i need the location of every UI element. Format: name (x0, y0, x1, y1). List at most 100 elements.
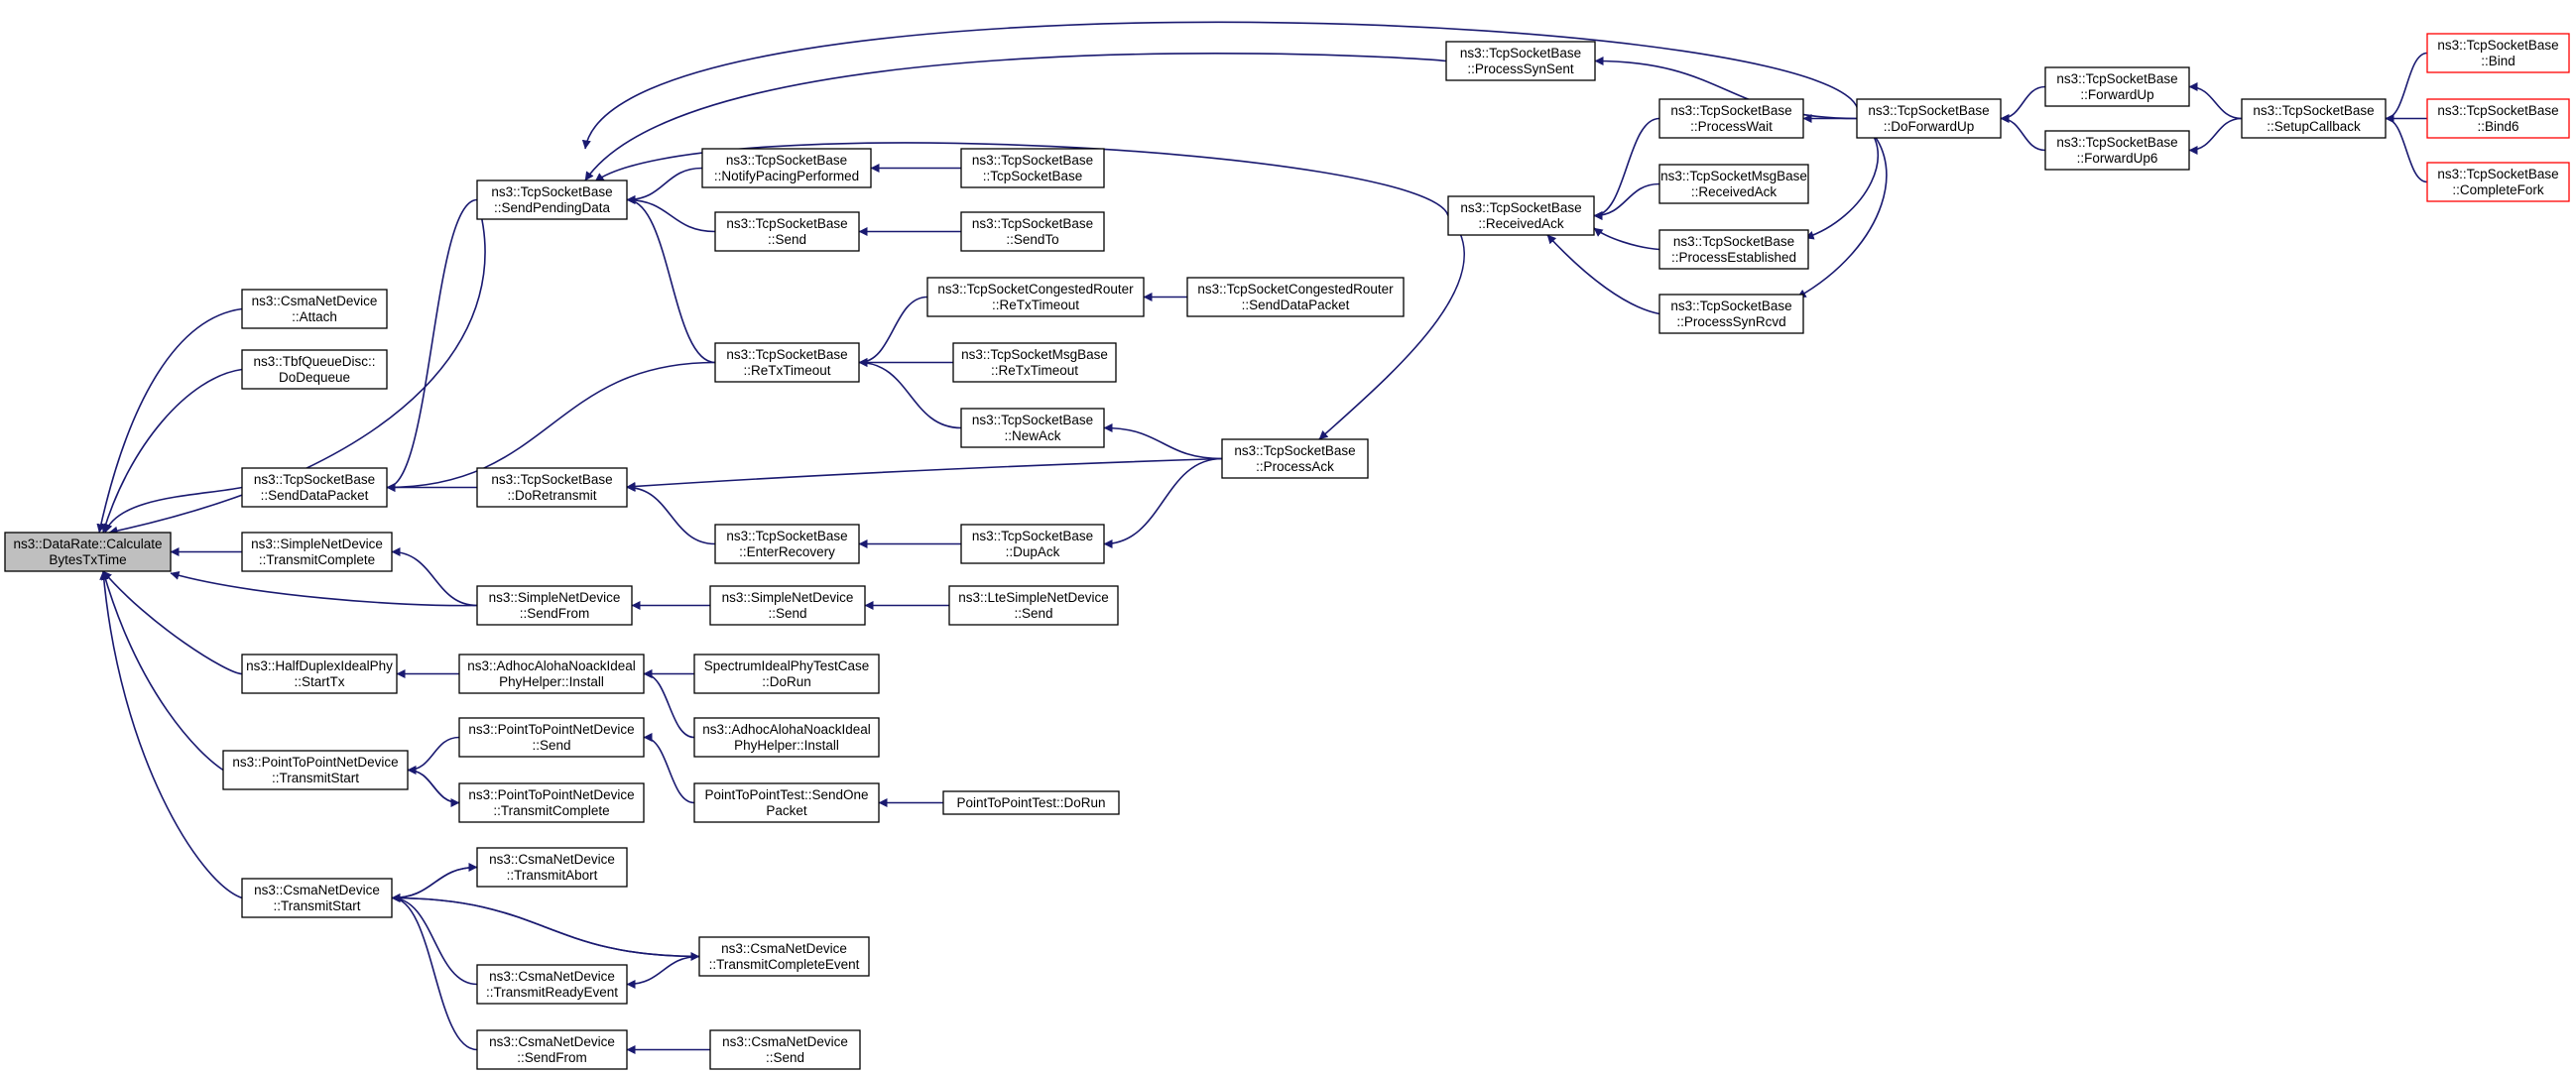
node-tcp-enterrecovery[interactable]: ns3::TcpSocketBase::EnterRecovery (714, 524, 860, 564)
node-box[interactable] (948, 585, 1119, 626)
node-tcp-sendpending[interactable]: ns3::TcpSocketBase::SendPendingData (476, 179, 628, 220)
node-box[interactable] (698, 936, 870, 977)
node-congested-senddata[interactable]: ns3::TcpSocketCongestedRouter::SendDataP… (1186, 277, 1405, 317)
node-halfduplex[interactable]: ns3::HalfDuplexIdealPhy::StartTx (241, 654, 398, 694)
node-csma-attach[interactable]: ns3::CsmaNetDevice::Attach (241, 289, 388, 329)
node-tcp-sendto[interactable]: ns3::TcpSocketBase::SendTo (960, 211, 1105, 252)
node-box[interactable] (2426, 98, 2570, 139)
node-box[interactable] (458, 782, 645, 823)
node-box[interactable] (476, 964, 628, 1005)
node-box[interactable] (222, 750, 409, 790)
node-box[interactable] (241, 654, 398, 694)
node-tcp-forwardup[interactable]: ns3::TcpSocketBase::ForwardUp (2044, 66, 2190, 107)
node-box[interactable] (476, 467, 628, 508)
node-box[interactable] (952, 342, 1117, 383)
node-csma-txabort[interactable]: ns3::CsmaNetDevice::TransmitAbort (476, 847, 628, 888)
node-box[interactable] (960, 408, 1105, 448)
node-box[interactable] (1658, 164, 1809, 204)
node-box[interactable] (476, 1029, 628, 1070)
node-tcp-retx[interactable]: ns3::TcpSocketBase::ReTxTimeout (714, 342, 860, 383)
node-box[interactable] (476, 585, 633, 626)
node-box[interactable] (241, 349, 388, 390)
node-tcp-processestablished[interactable]: ns3::TcpSocketBase::ProcessEstablished (1658, 229, 1809, 270)
node-tcp-processsynrcvd[interactable]: ns3::TcpSocketBase::ProcessSynRcvd (1658, 294, 1804, 334)
node-box[interactable] (241, 289, 388, 329)
node-simple-send[interactable]: ns3::SimpleNetDevice::Send (709, 585, 866, 626)
node-box[interactable] (1658, 294, 1804, 334)
node-lte-send[interactable]: ns3::LteSimpleNetDevice::Send (948, 585, 1119, 626)
node-tcp-newack[interactable]: ns3::TcpSocketBase::NewAck (960, 408, 1105, 448)
node-tcp-notifypacing[interactable]: ns3::TcpSocketBase::NotifyPacingPerforme… (701, 148, 872, 188)
node-tcp-completefork[interactable]: ns3::TcpSocketBase::CompleteFork (2426, 162, 2570, 202)
node-box[interactable] (458, 654, 645, 694)
node-box[interactable] (1658, 98, 1804, 139)
node-box[interactable] (926, 277, 1145, 317)
node-box[interactable] (2241, 98, 2387, 139)
node-tcp-send[interactable]: ns3::TcpSocketBase::Send (714, 211, 860, 252)
node-tcp-bind6[interactable]: ns3::TcpSocketBase::Bind6 (2426, 98, 2570, 139)
node-tcp-doforwardup[interactable]: ns3::TcpSocketBase::DoForwardUp (1856, 98, 2002, 139)
node-msgbase-receivedack[interactable]: ns3::TcpSocketMsgBase::ReceivedAck (1658, 164, 1809, 204)
node-box[interactable] (693, 717, 880, 758)
node-box[interactable] (241, 532, 393, 572)
node-box[interactable] (960, 148, 1105, 188)
node-csma-txcompleteevent[interactable]: ns3::CsmaNetDevice::TransmitCompleteEven… (698, 936, 870, 977)
node-box[interactable] (476, 179, 628, 220)
node-tcp-processack[interactable]: ns3::TcpSocketBase::ProcessAck (1221, 438, 1369, 479)
node-csma-txstart[interactable]: ns3::CsmaNetDevice::TransmitStart (241, 878, 393, 918)
node-box[interactable] (960, 524, 1105, 564)
node-box[interactable] (1447, 195, 1595, 236)
node-box[interactable] (2044, 130, 2190, 171)
node-box[interactable] (693, 782, 880, 823)
node-box[interactable] (709, 585, 866, 626)
node-box[interactable] (1856, 98, 2002, 139)
node-box[interactable] (709, 1029, 861, 1070)
node-tcp-processwait[interactable]: ns3::TcpSocketBase::ProcessWait (1658, 98, 1804, 139)
node-box[interactable] (476, 847, 628, 888)
node-tcp-forwardup6[interactable]: ns3::TcpSocketBase::ForwardUp6 (2044, 130, 2190, 171)
node-p2ptest-dorun[interactable]: PointToPointTest::DoRun (942, 790, 1120, 815)
node-adhoc-install2[interactable]: ns3::AdhocAlohaNoackIdealPhyHelper::Inst… (693, 717, 880, 758)
node-tcp-bind[interactable]: ns3::TcpSocketBase::Bind (2426, 33, 2570, 73)
node-tcp-senddata[interactable]: ns3::TcpSocketBase::SendDataPacket (241, 467, 388, 508)
node-box[interactable] (1186, 277, 1405, 317)
node-box[interactable] (458, 717, 645, 758)
node-csma-sendfrom[interactable]: ns3::CsmaNetDevice::SendFrom (476, 1029, 628, 1070)
node-box[interactable] (1221, 438, 1369, 479)
node-tcp-dupack[interactable]: ns3::TcpSocketBase::DupAck (960, 524, 1105, 564)
node-tbf[interactable]: ns3::TbfQueueDisc::DoDequeue (241, 349, 388, 390)
node-tcp-receivedack[interactable]: ns3::TcpSocketBase::ReceivedAck (1447, 195, 1595, 236)
node-box[interactable] (714, 524, 860, 564)
node-box[interactable] (960, 211, 1105, 252)
node-box[interactable] (2426, 162, 2570, 202)
node-adhoc-install[interactable]: ns3::AdhocAlohaNoackIdealPhyHelper::Inst… (458, 654, 645, 694)
node-tcp-processsynsent[interactable]: ns3::TcpSocketBase::ProcessSynSent (1445, 41, 1596, 81)
node-box[interactable] (2426, 33, 2570, 73)
node-csma-txready[interactable]: ns3::CsmaNetDevice::TransmitReadyEvent (476, 964, 628, 1005)
node-tcp-ctor[interactable]: ns3::TcpSocketBase::TcpSocketBase (960, 148, 1105, 188)
node-box[interactable] (942, 790, 1120, 815)
node-spectrum-dorun[interactable]: SpectrumIdealPhyTestCase::DoRun (693, 654, 880, 694)
node-tcp-setupcallback[interactable]: ns3::TcpSocketBase::SetupCallback (2241, 98, 2387, 139)
node-p2p-send[interactable]: ns3::PointToPointNetDevice::Send (458, 717, 645, 758)
node-box[interactable] (714, 342, 860, 383)
node-simple-sendfrom[interactable]: ns3::SimpleNetDevice::SendFrom (476, 585, 633, 626)
node-p2p-txstart[interactable]: ns3::PointToPointNetDevice::TransmitStar… (222, 750, 409, 790)
node-simple-txc[interactable]: ns3::SimpleNetDevice::TransmitComplete (241, 532, 393, 572)
node-box[interactable] (714, 211, 860, 252)
node-box[interactable] (2044, 66, 2190, 107)
node-box[interactable] (693, 654, 880, 694)
node-box[interactable] (4, 532, 172, 572)
node-box[interactable] (701, 148, 872, 188)
node-tcp-doretransmit[interactable]: ns3::TcpSocketBase::DoRetransmit (476, 467, 628, 508)
node-congested-retx[interactable]: ns3::TcpSocketCongestedRouter::ReTxTimeo… (926, 277, 1145, 317)
node-box[interactable] (1445, 41, 1596, 81)
node-csma-send[interactable]: ns3::CsmaNetDevice::Send (709, 1029, 861, 1070)
node-box[interactable] (241, 467, 388, 508)
node-box[interactable] (241, 878, 393, 918)
node-msgbase-retx[interactable]: ns3::TcpSocketMsgBase::ReTxTimeout (952, 342, 1117, 383)
node-p2p-txcomplete[interactable]: ns3::PointToPointNetDevice::TransmitComp… (458, 782, 645, 823)
node-box[interactable] (1658, 229, 1809, 270)
